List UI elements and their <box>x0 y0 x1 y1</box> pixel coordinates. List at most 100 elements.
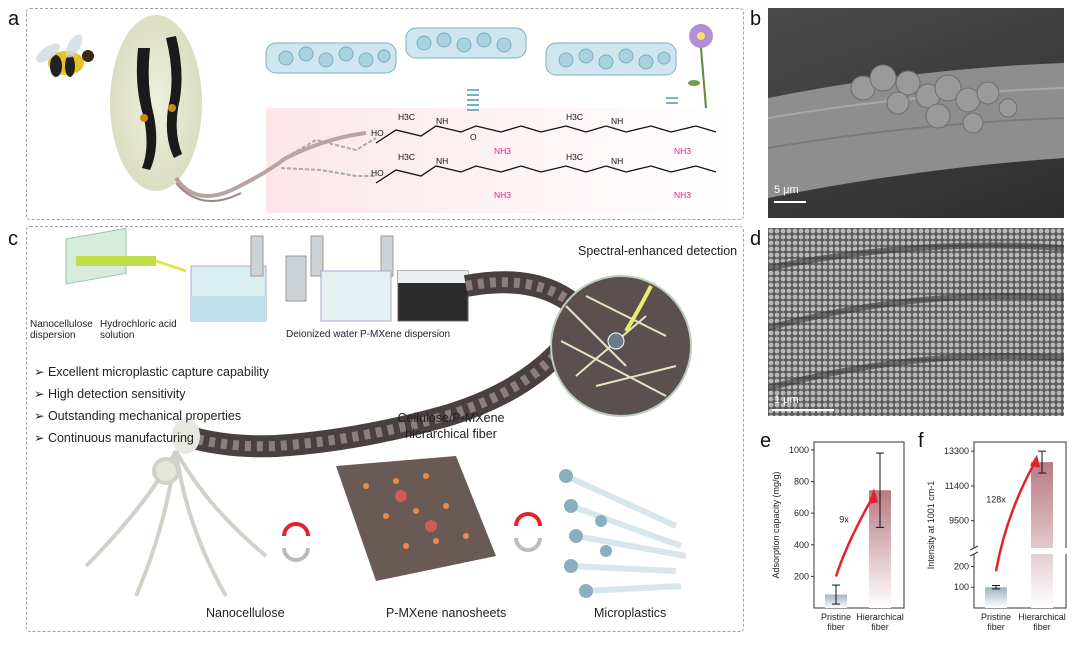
chitin-chain <box>375 125 717 184</box>
scale-bar-d <box>772 409 834 411</box>
svg-text:NH3: NH3 <box>674 190 691 200</box>
bullet-2: ➢ High detection sensitivity <box>34 387 186 401</box>
bullet-3-text: Outstanding mechanical properties <box>47 409 242 423</box>
cycle-arrow-icon-2 <box>514 512 542 552</box>
svg-text:HO: HO <box>371 168 384 178</box>
y-tick-label: 9500 <box>949 516 969 526</box>
panel-f-letter: f <box>918 430 924 452</box>
y-tick-label: 800 <box>794 477 809 487</box>
bullet-3: ➢ Outstanding mechanical properties <box>34 409 242 423</box>
sem-image-b: 5 μm <box>768 8 1064 218</box>
flower-icon <box>688 24 713 109</box>
sem-surface-texture <box>768 228 1064 416</box>
panel-a-frame <box>26 8 744 220</box>
break-mark <box>969 551 979 557</box>
y-tick-label: 13300 <box>944 446 969 456</box>
bar <box>1031 462 1053 608</box>
bullet-1: ➢ Excellent microplastic capture capabil… <box>34 365 269 379</box>
label-microplastics: Microplastics <box>594 606 667 620</box>
nanocellulose-roots-icon <box>84 450 268 597</box>
bullet-2-text: High detection sensitivity <box>47 387 186 401</box>
scale-bar-b-label: 5 μm <box>774 184 799 196</box>
bee-leg-icon <box>136 36 182 170</box>
bar-break <box>1030 548 1054 554</box>
panel-c-letter: c <box>8 228 18 250</box>
fold-annotation: 9x <box>839 515 849 525</box>
svg-text:HO: HO <box>371 128 384 138</box>
svg-text:NH: NH <box>611 156 623 166</box>
panel-e-letter: e <box>760 430 772 452</box>
fold-annotation: 128x <box>986 494 1006 504</box>
svg-text:NH: NH <box>436 116 448 126</box>
y-tick-label: 200 <box>954 561 969 571</box>
svg-text:NH: NH <box>436 156 448 166</box>
svg-text:NH3: NH3 <box>674 146 691 156</box>
p-mxene-nanosheets-icon <box>336 456 496 581</box>
fiber-strands <box>174 131 367 198</box>
axis-break <box>970 548 1070 554</box>
y-axis-label: Intensity at 1001 cm-1 <box>926 481 936 570</box>
bullet-1-text: Excellent microplastic capture capabilit… <box>47 365 269 379</box>
plot-frame <box>813 441 905 609</box>
increase-arrow <box>834 497 874 577</box>
scale-bar-b <box>774 201 806 203</box>
svg-text:H3C: H3C <box>566 112 583 122</box>
bullet-4-text: Continuous manufacturing <box>47 431 194 445</box>
nanofiber-clusters-icon <box>265 27 677 76</box>
panel-c-frame <box>26 226 744 632</box>
spectral-detection-title: Spectral-enhanced detection <box>578 244 738 258</box>
break-mark <box>969 545 979 551</box>
label-pmxene-dispersion: P-MXene dispersion <box>360 329 451 340</box>
label-nanocellulose: Nanocellulose <box>206 606 285 620</box>
svg-text:NH3: NH3 <box>494 190 511 200</box>
bee-icon <box>36 34 94 77</box>
increase-arrow <box>994 463 1036 572</box>
y-tick-label: 1000 <box>789 445 809 455</box>
bath-water-icon <box>320 270 392 322</box>
arrow-head <box>1030 454 1040 468</box>
svg-text:O: O <box>470 132 477 142</box>
panel-d-letter: d <box>750 228 762 250</box>
chemistry-labels: H3C HO NH O NH3 H3C NH NH3 H3C HO NH NH3… <box>371 112 691 200</box>
label-deionized-water: Deionized water <box>286 329 358 340</box>
leg-oval <box>110 15 202 191</box>
svg-text:H3C: H3C <box>566 152 583 162</box>
svg-text:NH3: NH3 <box>494 146 511 156</box>
plot-frame <box>973 441 1067 609</box>
arrow-head <box>868 488 878 505</box>
scale-bar-d-label: 1 μm <box>774 394 799 406</box>
spinneret-icon <box>65 227 156 285</box>
svg-text:H3C: H3C <box>398 152 415 162</box>
bath-mxene-icon <box>397 270 469 322</box>
label-pmxene-nanosheets: P-MXene nanosheets <box>386 606 507 620</box>
label-nanocellulose-dispersion: Nanocellulose dispersion <box>30 319 93 341</box>
y-axis-label: Adsorption capacity (mg/g) <box>771 471 781 578</box>
y-tick-label: 400 <box>794 540 809 550</box>
y-tick-label: 600 <box>794 508 809 518</box>
bullet-4: ➢ Continuous manufacturing <box>34 431 194 445</box>
cycle-arrow-icon-1 <box>282 522 310 562</box>
y-tick-label: 100 <box>954 582 969 592</box>
y-tick-label: 11400 <box>945 481 969 491</box>
panel-a-illustration: H3C HO NH O NH3 H3C NH NH3 H3C HO NH NH3… <box>36 15 736 213</box>
label-hcl-solution: Hydrochloric acid solution <box>100 319 177 341</box>
bar <box>869 490 891 608</box>
y-tick-label: 200 <box>794 571 809 581</box>
microplastics-icon <box>559 469 687 598</box>
svg-text:H3C: H3C <box>398 112 415 122</box>
sem-image-d: 1 μm <box>768 228 1064 416</box>
panel-a-letter: a <box>8 8 20 30</box>
svg-text:NH: NH <box>611 116 623 126</box>
fiber-label: Cellulose/P-MXene hierarchical fiber <box>397 411 505 441</box>
chain-background <box>266 108 736 213</box>
bar <box>985 587 1007 608</box>
panel-b-letter: b <box>750 8 762 30</box>
sem-fiber-illustration <box>768 63 1064 198</box>
spectral-detection-inset <box>550 275 692 417</box>
